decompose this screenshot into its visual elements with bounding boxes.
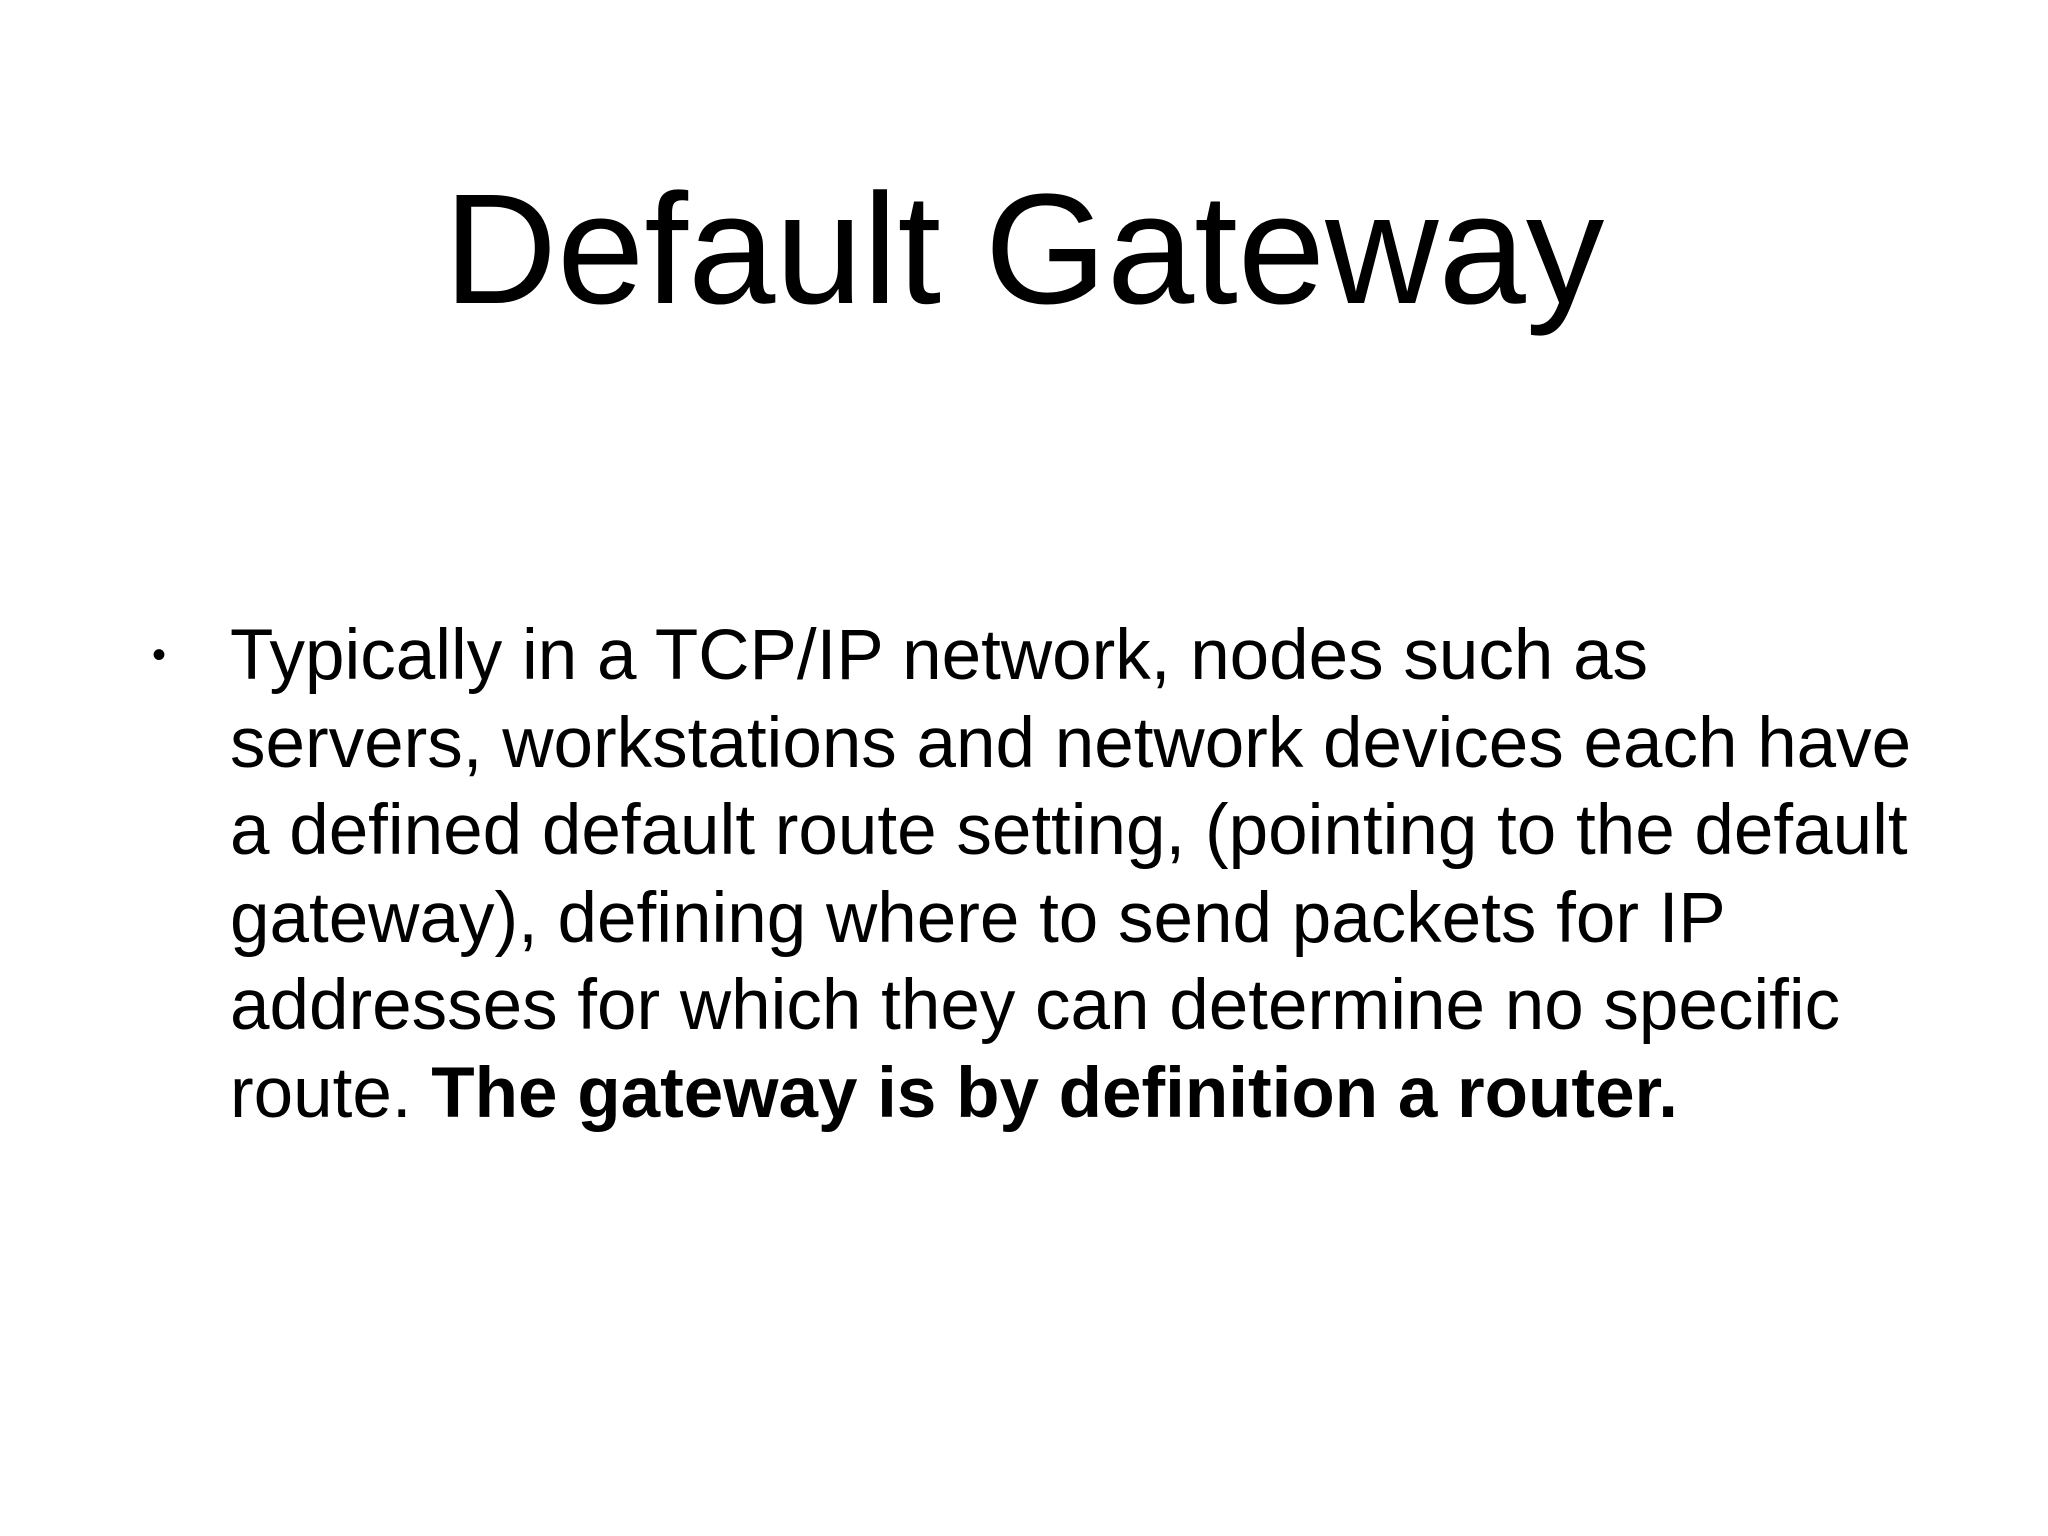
bullet-text: Typically in a TCP/IP network, nodes suc… [230,616,1912,1133]
bullet-text-emphasis: The gateway is by definition a router. [431,1053,1678,1133]
bullet-list: • Typically in a TCP/IP network, nodes s… [152,612,1912,1137]
slide-title: Default Gateway [443,162,1605,337]
bullet-item: • Typically in a TCP/IP network, nodes s… [152,612,1912,1137]
bullet-dot-icon: • [152,633,167,677]
